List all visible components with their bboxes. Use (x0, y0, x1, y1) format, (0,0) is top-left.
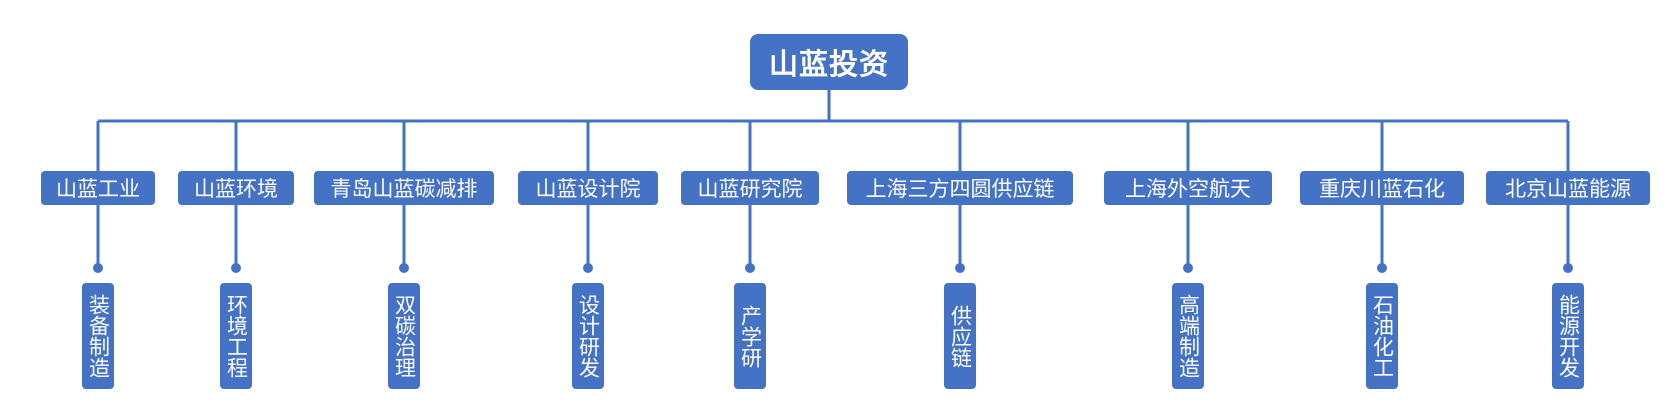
leaf-connector-dot (1183, 263, 1193, 273)
leaf-connector-dot (1377, 263, 1387, 273)
leaf-node: 装备制造 (82, 283, 114, 389)
leaf-connector-dot (231, 263, 241, 273)
leaf-node: 石油化工 (1366, 283, 1398, 389)
connector-lines (93, 90, 1573, 273)
branch-node: 山蓝研究院 (681, 171, 819, 205)
branch-node: 上海外空航天 (1104, 171, 1272, 205)
branch-node: 山蓝工业 (41, 171, 155, 205)
leaf-node: 设计研发 (572, 283, 604, 389)
leaf-connector-dot (745, 263, 755, 273)
branch-node: 山蓝设计院 (518, 171, 658, 205)
leaf-node: 产学研 (734, 283, 766, 389)
branch-node: 青岛山蓝碳减排 (314, 171, 494, 205)
branch-node: 上海三方四圆供应链 (847, 171, 1073, 205)
leaf-connector-dot (93, 263, 103, 273)
leaf-connector-dot (399, 263, 409, 273)
leaf-node: 双碳治理 (388, 283, 420, 389)
root-node: 山蓝投资 (750, 34, 908, 90)
leaf-connector-dot (955, 263, 965, 273)
leaf-node: 高端制造 (1172, 283, 1204, 389)
leaf-connector-dot (583, 263, 593, 273)
leaf-node: 环境工程 (220, 283, 252, 389)
branch-node: 北京山蓝能源 (1486, 171, 1650, 205)
leaf-node: 能源开发 (1552, 283, 1584, 389)
branch-node: 重庆川蓝石化 (1300, 171, 1464, 205)
leaf-connector-dot (1563, 263, 1573, 273)
leaf-node: 供应链 (944, 283, 976, 389)
branch-node: 山蓝环境 (178, 171, 294, 205)
